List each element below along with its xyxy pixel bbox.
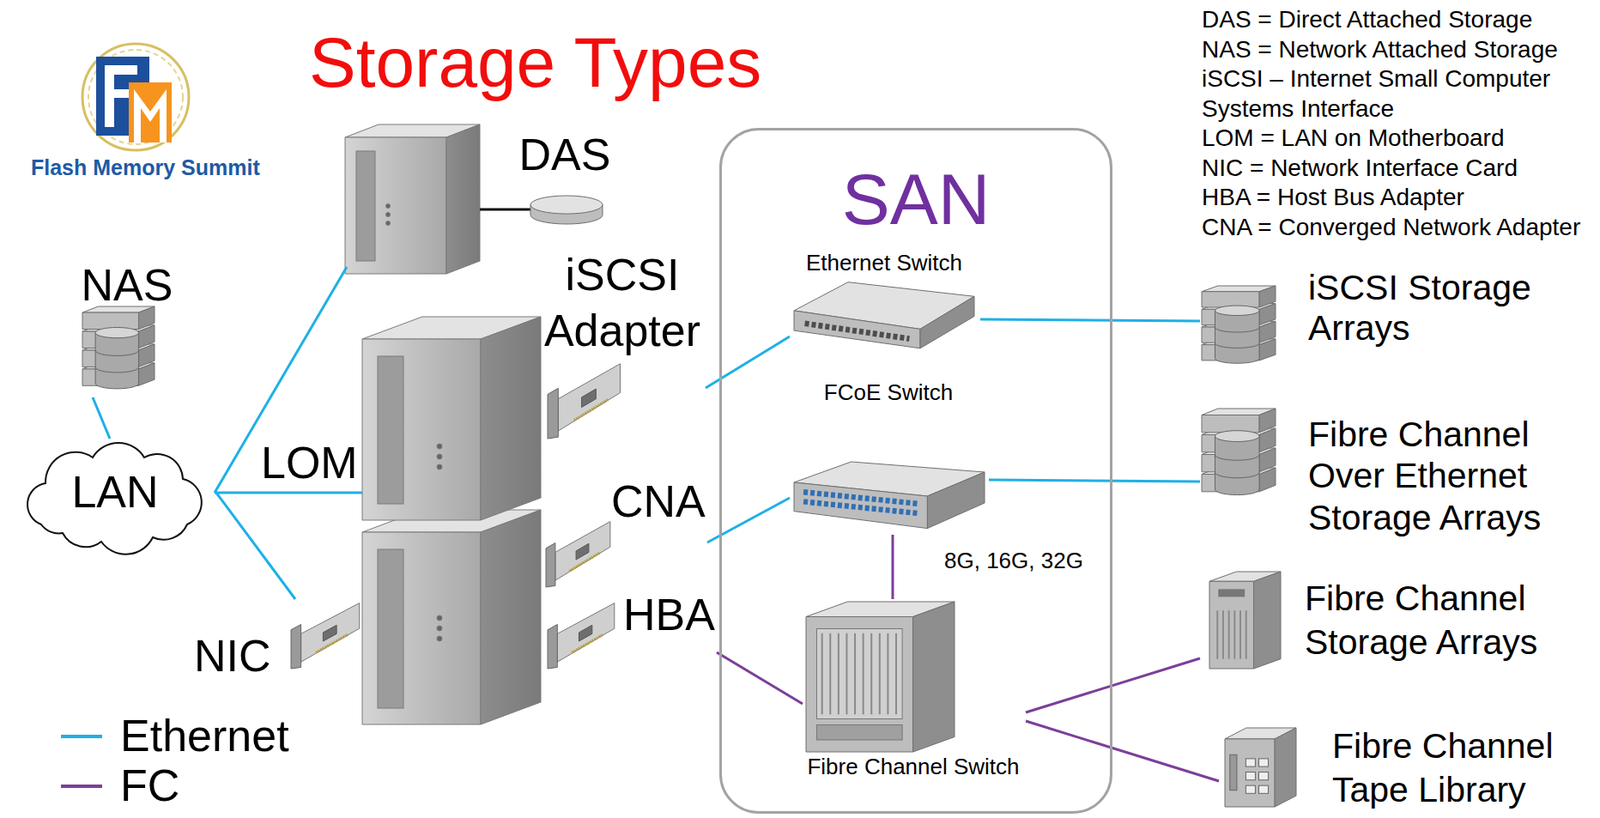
disk-node: DAS <box>513 128 619 226</box>
legend-sample-line <box>60 734 103 739</box>
abbreviation: NIC = Network Interface Card <box>1201 153 1597 184</box>
ethernet-link <box>988 479 1200 482</box>
page-title: Storage Types <box>309 27 762 98</box>
fc-link <box>1025 658 1200 713</box>
interface-label: LOM <box>260 437 358 490</box>
adapter-node: iSCSI Adapter <box>540 247 706 443</box>
abbreviation: iSCSI – Internet Small Computer Systems … <box>1201 64 1597 124</box>
storage-node: iSCSI Storage Arrays <box>1200 266 1561 371</box>
storage-node: Fibre Channel Tape Library <box>1218 722 1580 815</box>
fc-switch-icon <box>806 601 955 752</box>
adapter-card-icon <box>547 362 624 439</box>
adapter-card-icon <box>547 601 618 669</box>
abbreviation: HBA = Host Bus Adapter <box>1201 182 1597 213</box>
abbreviation: LOM = LAN on Motherboard <box>1201 123 1597 154</box>
legend-label: Ethernet <box>120 710 290 763</box>
ethernet-cable <box>214 491 363 495</box>
node-label: Fibre Channel Over Ethernet Storage Arra… <box>1308 413 1553 539</box>
node-label: DAS <box>513 129 617 182</box>
storage-node: Fibre Channel Storage Arrays <box>1200 569 1561 672</box>
logo-text: Flash Memory Summit <box>30 155 261 181</box>
node-label: HBA <box>623 589 716 642</box>
fcoe-switch-icon <box>793 461 985 531</box>
fc-link <box>891 534 895 600</box>
adapter-card-icon <box>545 520 613 588</box>
storage-node: NAS <box>75 260 181 398</box>
tape-library-icon <box>1224 727 1297 807</box>
disk-icon <box>530 195 603 225</box>
legend-label: FC <box>120 760 180 813</box>
ethernet-link <box>705 336 790 388</box>
ethernet-link <box>92 397 110 439</box>
summit-logo <box>82 43 189 151</box>
node-label: Fibre Channel Storage Arrays <box>1304 576 1550 666</box>
server-tower <box>362 509 541 725</box>
legend-sample-line <box>60 784 103 788</box>
network-cloud: LAN <box>15 438 217 546</box>
ethernet-switch-icon <box>793 280 975 352</box>
ethernet-link <box>980 319 1200 322</box>
node-label: NIC <box>193 630 272 683</box>
adapter-card-icon <box>290 601 363 669</box>
node-label: CNA <box>611 476 706 528</box>
fc-link <box>716 652 803 704</box>
node-label: SAN <box>721 163 1110 236</box>
san-region: SAN Ethernet SwitchFCoE SwitchFibre Chann… <box>719 127 1113 814</box>
node-label: FCoE Switch <box>789 380 988 407</box>
ethernet-link <box>216 492 296 600</box>
abbreviation: DAS = Direct Attached Storage <box>1201 5 1597 36</box>
storage-array-icon <box>1201 285 1276 369</box>
node-label: Fibre Channel Tape Library <box>1332 724 1564 813</box>
abbreviation: CNA = Converged Network Adapter <box>1201 212 1597 243</box>
switch-node: FCoE Switch <box>789 380 989 535</box>
link-speed-label: 8G, 16G, 32G <box>944 548 1084 575</box>
node-label: iSCSI Storage Arrays <box>1308 267 1553 349</box>
fc-link <box>1025 721 1219 782</box>
adapter-node: CNA <box>544 474 708 589</box>
node-label: iSCSI Adapter <box>540 247 704 359</box>
abbreviation: NAS = Network Attached Storage <box>1201 35 1597 66</box>
storage-node: Fibre Channel Over Ethernet Storage Arra… <box>1200 406 1561 541</box>
node-label: Ethernet Switch <box>789 250 979 277</box>
adapter-node: HBA <box>544 589 717 670</box>
das-cable <box>479 208 531 212</box>
node-label: LAN <box>15 466 215 519</box>
abbreviation-list: DAS = Direct Attached StorageNAS = Netwo… <box>1201 5 1597 243</box>
node-label: Fibre Channel Switch <box>802 754 1025 781</box>
server-tower <box>345 124 480 274</box>
adapter-node: NIC <box>183 599 364 685</box>
server-tower <box>362 316 541 521</box>
switch-node: Ethernet Switch <box>789 248 981 357</box>
node-label: NAS <box>75 260 179 312</box>
storage-cabinet-icon <box>1209 571 1281 669</box>
storage-array-icon <box>1201 408 1276 501</box>
switch-node: Fibre Channel Switch <box>802 599 1026 782</box>
storage-array-icon <box>82 306 155 394</box>
